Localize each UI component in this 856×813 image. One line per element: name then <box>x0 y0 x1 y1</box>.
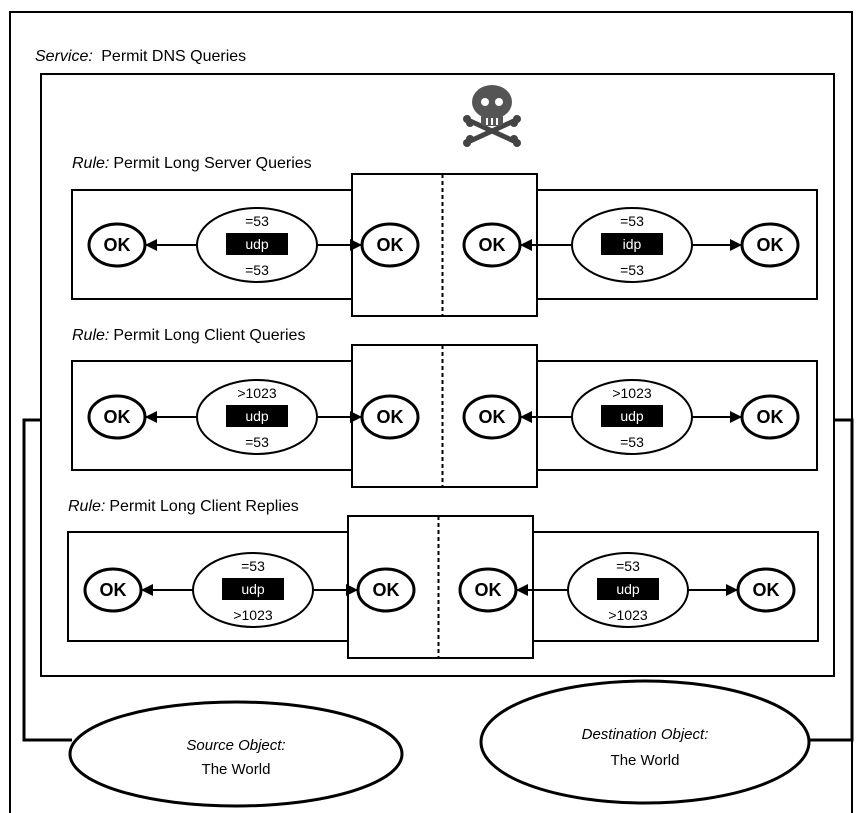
rules-layer: Rule:Permit Long Server Queries=53udp=53… <box>67 155 819 659</box>
ok-label: OK <box>100 580 127 600</box>
source-connector <box>22 418 72 742</box>
bottom-port: =53 <box>245 434 269 450</box>
destination-object-title: Destination Object: <box>582 726 709 743</box>
rule-left-flow: >1023 udp =53 OK OK <box>87 379 420 455</box>
protocol-box <box>597 578 659 600</box>
rule-right-flow: >1023 udp =53 OK OK <box>462 379 800 455</box>
ok-node-left: OK <box>462 222 522 268</box>
destination-connector <box>808 418 854 742</box>
bottom-port: >1023 <box>233 607 273 623</box>
ok-node-right: OK <box>736 567 796 613</box>
bottom-port: =53 <box>245 262 269 278</box>
rule-prefix: Rule: <box>68 498 105 515</box>
bottom-port: >1023 <box>608 607 648 623</box>
ok-label: OK <box>373 580 400 600</box>
protocol-label: idp <box>623 236 642 252</box>
ok-node-right: OK <box>740 394 800 440</box>
ok-node-left: OK <box>83 567 143 613</box>
top-port: =53 <box>616 558 640 574</box>
rule-right-flow: =53 udp >1023 OK OK <box>458 552 796 628</box>
protocol-label: udp <box>616 581 640 597</box>
protocol-label: udp <box>241 581 265 597</box>
protocol-box <box>226 233 288 255</box>
rule-prefix: Rule: <box>72 327 109 344</box>
ok-node-right: OK <box>356 567 416 613</box>
top-port: =53 <box>245 213 269 229</box>
rule-label: Rule:Permit Long Client Replies <box>68 498 299 515</box>
rule-2: Rule:Permit Long Client Queries >1023 udp =… <box>71 327 818 488</box>
protocol-box <box>226 405 288 427</box>
rule-name: Permit Long Server Queries <box>113 155 311 172</box>
service-title: Service: Permit DNS Queries <box>35 48 246 65</box>
ok-node-left: OK <box>462 394 522 440</box>
protocol-box <box>601 233 663 255</box>
ok-label: OK <box>753 580 780 600</box>
destination-object[interactable]: Destination Object: The World <box>479 679 811 805</box>
ok-node-left: OK <box>458 567 518 613</box>
service-name: Permit DNS Queries <box>101 48 246 65</box>
source-object[interactable]: Source Object: The World <box>68 700 404 808</box>
protocol-box <box>222 578 284 600</box>
ok-label: OK <box>377 235 404 255</box>
service-prefix: Service: <box>35 48 93 65</box>
outer-frame <box>9 11 853 813</box>
top-port: >1023 <box>237 385 277 401</box>
ok-node-right: OK <box>360 394 420 440</box>
ok-label: OK <box>479 407 506 427</box>
rule-prefix: Rule: <box>72 155 109 172</box>
rule-label: Rule:Permit Long Server Queries <box>72 155 312 172</box>
ok-label: OK <box>475 580 502 600</box>
bottom-port: =53 <box>620 434 644 450</box>
ok-label: OK <box>377 407 404 427</box>
protocol-label: udp <box>620 408 644 424</box>
rule-name: Permit Long Client Queries <box>113 327 305 344</box>
protocol-box <box>601 405 663 427</box>
protocol-label: udp <box>245 236 269 252</box>
ok-label: OK <box>757 407 784 427</box>
bottom-port: =53 <box>620 262 644 278</box>
skull-crossbones-icon <box>463 85 521 147</box>
rule-left-flow: =53 udp >1023 OK OK <box>83 552 416 628</box>
rule-3: Rule:Permit Long Client Replies =53 udp >10… <box>67 498 819 659</box>
ok-label: OK <box>479 235 506 255</box>
ok-label: OK <box>104 407 131 427</box>
ok-node-right: OK <box>360 222 420 268</box>
top-port: =53 <box>241 558 265 574</box>
ok-node-right: OK <box>740 222 800 268</box>
ok-node-left: OK <box>87 394 147 440</box>
rule-name: Permit Long Client Replies <box>109 498 298 515</box>
destination-object-value: The World <box>611 752 680 769</box>
ok-label: OK <box>104 235 131 255</box>
top-port: >1023 <box>612 385 652 401</box>
rule-label: Rule:Permit Long Client Queries <box>72 327 305 344</box>
service-box <box>40 73 835 677</box>
ok-node-left: OK <box>87 222 147 268</box>
source-object-title: Source Object: <box>186 737 285 754</box>
source-object-value: The World <box>202 761 271 778</box>
rule-1: Rule:Permit Long Server Queries=53udp=53… <box>71 155 818 317</box>
top-port: =53 <box>620 213 644 229</box>
ok-label: OK <box>757 235 784 255</box>
protocol-label: udp <box>245 408 269 424</box>
